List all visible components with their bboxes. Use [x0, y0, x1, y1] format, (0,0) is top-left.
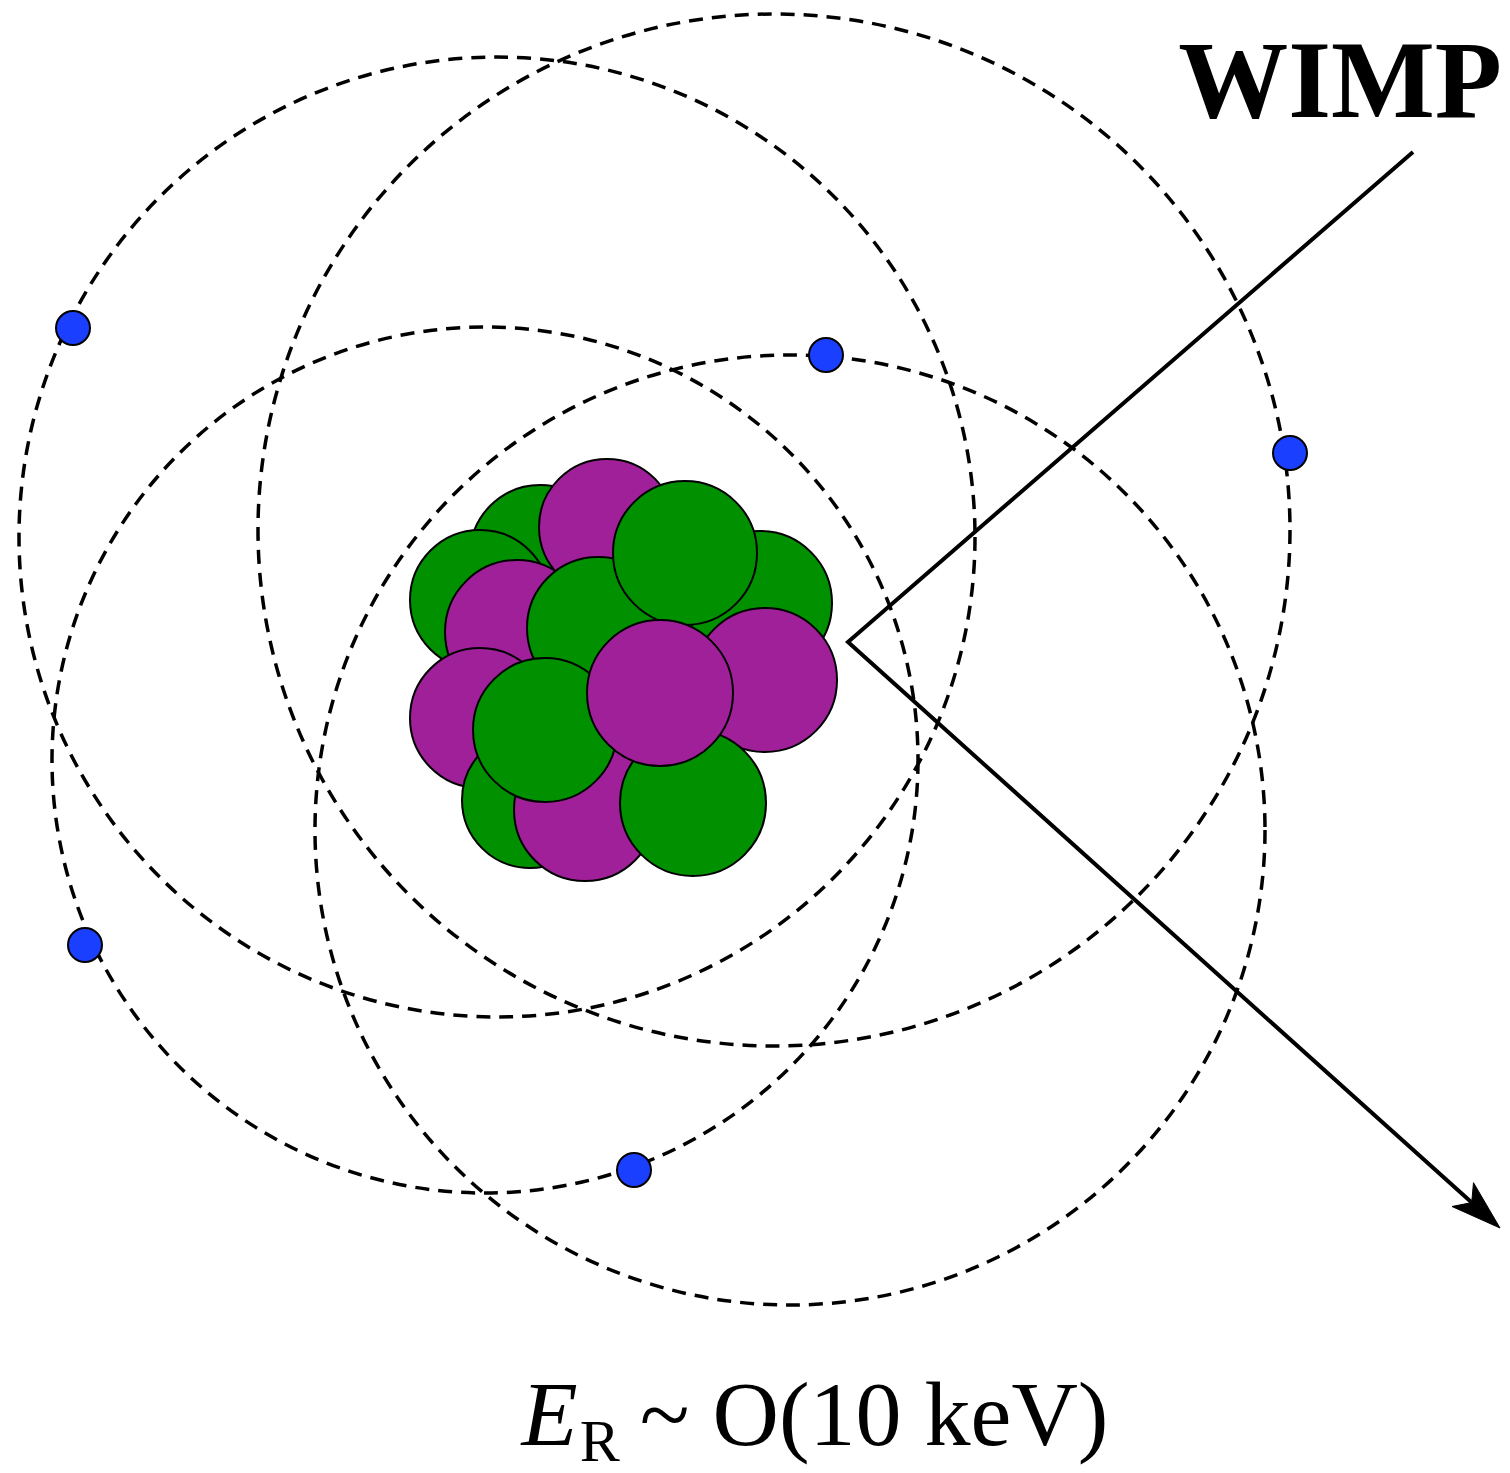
energy-symbol: E [522, 1368, 578, 1460]
electron [1273, 436, 1307, 470]
energy-estimate: ~ O(10 keV) [640, 1368, 1109, 1460]
electron [809, 338, 843, 372]
particle-name: WIMP [1178, 25, 1502, 135]
electron-orbit [52, 327, 918, 1193]
electron-orbit [258, 14, 1290, 1046]
electron-orbit [19, 57, 975, 1017]
electron [68, 928, 102, 962]
electron-orbit [315, 355, 1265, 1305]
energy-subscript: R [580, 1411, 620, 1471]
arrow-head [1452, 1183, 1500, 1228]
electron [617, 1153, 651, 1187]
proton [587, 620, 733, 766]
neutron [613, 481, 757, 625]
wimp-trajectory [848, 152, 1472, 1203]
electron [56, 311, 90, 345]
